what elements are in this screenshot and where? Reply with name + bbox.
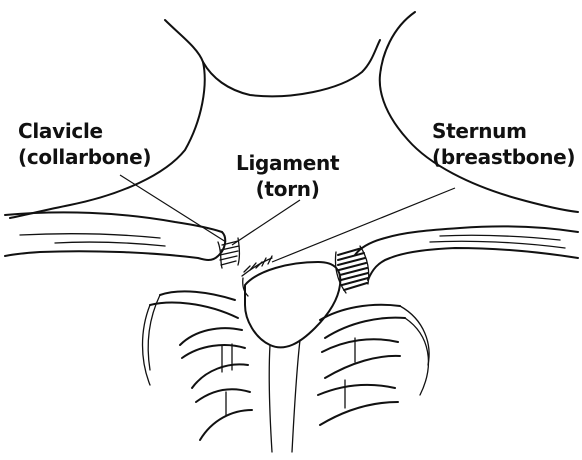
sternum-label-line2: (breastbone) [432,144,575,170]
ligament-label-line2: (torn) [236,176,339,202]
sternum-label-line1: Sternum [432,118,575,144]
clavicle-label: Clavicle (collarbone) [18,118,151,170]
clavicle-label-line2: (collarbone) [18,144,151,170]
right-ribs [318,305,429,425]
sternum-label: Sternum (breastbone) [432,118,575,170]
ligament-label: Ligament (torn) [236,150,339,202]
right-clavicle [355,226,578,280]
ligament-leader-line [232,200,300,245]
sternum [245,262,340,452]
left-ribs [143,291,253,440]
ligament-label-line1: Ligament [236,150,339,176]
clavicle-leader-line [120,175,226,242]
clavicle-label-line1: Clavicle [18,118,151,144]
left-clavicle [5,212,225,260]
